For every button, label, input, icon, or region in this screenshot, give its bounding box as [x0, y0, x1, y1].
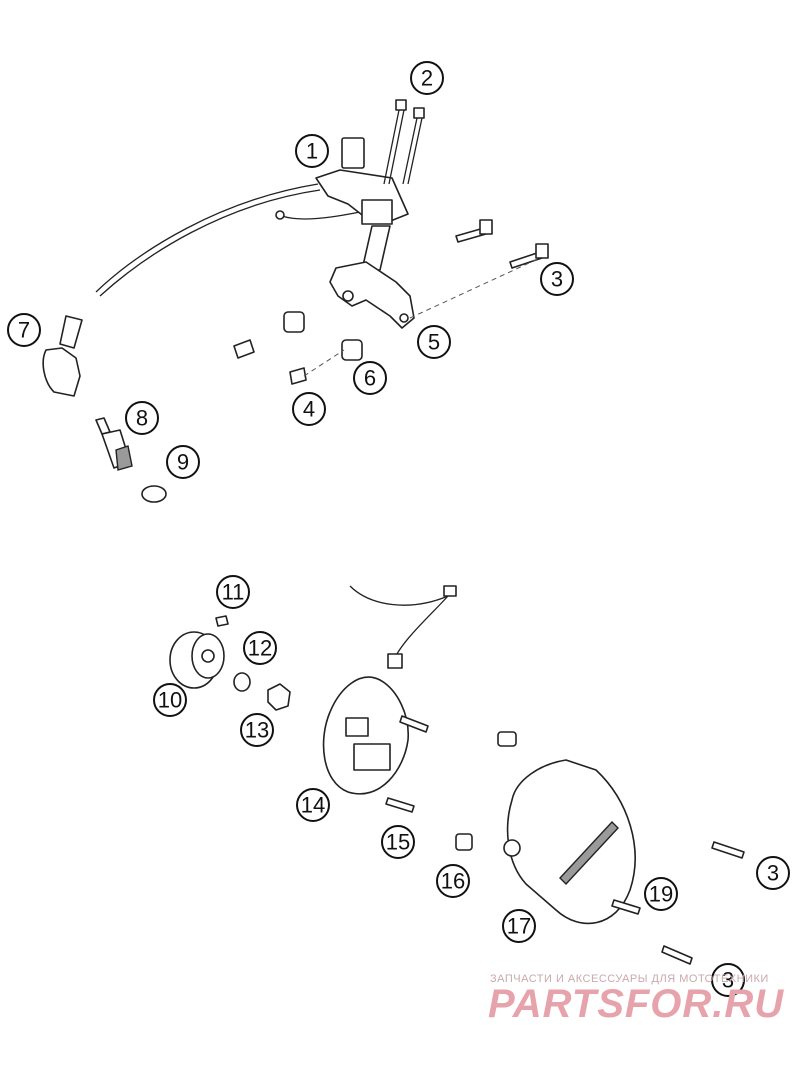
- callout-4: 4: [292, 392, 326, 426]
- callout-label: 3: [767, 861, 779, 886]
- callout-label: 2: [421, 66, 433, 91]
- flywheel-assembly: [169, 615, 291, 711]
- callout-label: 3: [551, 267, 563, 292]
- callout-label: 19: [649, 882, 673, 907]
- callout-label: 4: [303, 397, 315, 422]
- ignition-coil-assembly: [95, 99, 549, 385]
- callout-14: 14: [296, 788, 330, 822]
- callout-3-right: 3: [756, 856, 790, 890]
- spark-plug: [95, 417, 133, 471]
- callout-17: 17: [502, 909, 536, 943]
- callout-12: 12: [243, 631, 277, 665]
- callout-label: 17: [507, 914, 531, 939]
- callout-1: 1: [295, 134, 329, 168]
- cover-bolts: [611, 841, 745, 965]
- callout-9: 9: [166, 445, 200, 479]
- callout-11: 11: [216, 575, 250, 609]
- watermark-tagline: ЗАПЧАСТИ И АКСЕССУАРЫ ДЛЯ МОТОТЕХНИКИ: [490, 973, 769, 985]
- callout-8: 8: [125, 401, 159, 435]
- coil-bolts: [383, 99, 425, 185]
- callout-label: 11: [222, 580, 245, 605]
- callout-label: 9: [177, 450, 189, 475]
- callout-19: 19: [644, 877, 678, 911]
- callout-label: 8: [136, 406, 148, 431]
- callout-15: 15: [381, 825, 415, 859]
- sealing-washer: [141, 485, 167, 503]
- watermark-brand: PARTSFOR.RU: [488, 982, 785, 1026]
- callout-13: 13: [240, 713, 274, 747]
- callout-label: 13: [245, 718, 269, 743]
- spark-plug-cap: [42, 315, 83, 397]
- callout-5: 5: [417, 325, 451, 359]
- callout-label: 1: [306, 139, 318, 164]
- callout-label: 12: [248, 636, 272, 661]
- callout-label: 6: [364, 366, 376, 391]
- callout-label: 16: [441, 869, 465, 894]
- callout-label: 7: [18, 318, 30, 343]
- callout-3-bottom: 3: [711, 963, 745, 997]
- ignition-cover: [503, 759, 636, 925]
- callout-16: 16: [436, 864, 470, 898]
- callout-label: 14: [301, 793, 325, 818]
- callout-label: 15: [386, 830, 410, 855]
- callout-label: 5: [428, 330, 440, 355]
- callout-10: 10: [153, 683, 187, 717]
- callout-2: 2: [410, 61, 444, 95]
- stator-assembly: [322, 585, 517, 851]
- callout-6: 6: [353, 361, 387, 395]
- callout-3-top: 3: [540, 262, 574, 296]
- callout-label: 10: [158, 688, 182, 713]
- callout-7: 7: [7, 313, 41, 347]
- callout-label: 3: [722, 968, 734, 993]
